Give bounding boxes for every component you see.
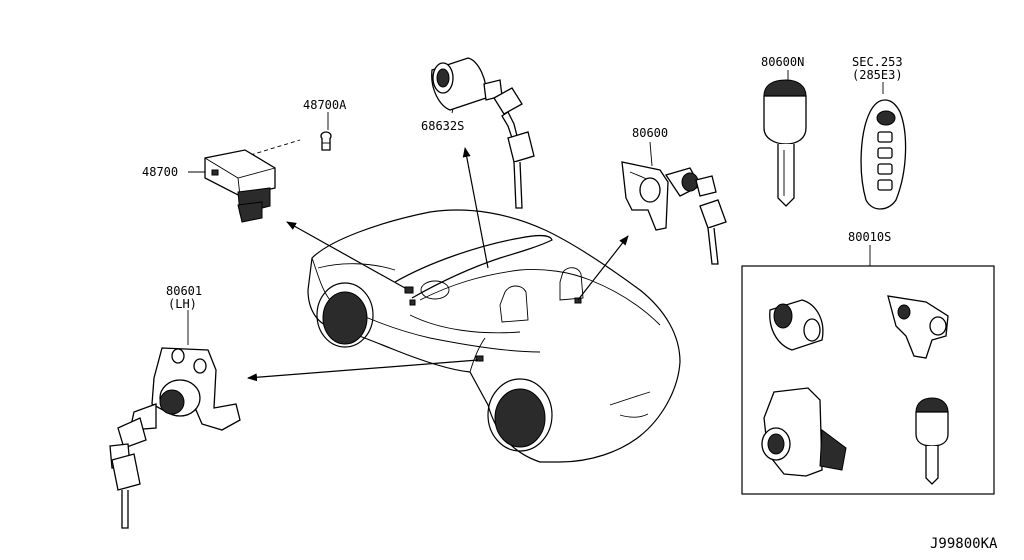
label-lh: (LH) (168, 297, 197, 311)
label-80010s: 80010S (848, 230, 891, 244)
label-68632s: 68632S (421, 119, 464, 133)
kit-door-lock-icon (887, 295, 949, 359)
blank-key-icon (763, 79, 807, 207)
intelligent-key-fob-icon (860, 99, 907, 210)
ignition-switch-icon (204, 149, 276, 223)
label-sec253: SEC.253 (852, 55, 903, 69)
label-80600: 80600 (632, 126, 668, 140)
leader-lines (187, 70, 884, 382)
label-80601: 80601 (166, 284, 202, 298)
car-outline-icon (307, 209, 681, 463)
screw-icon (320, 131, 332, 151)
kit-blank-key-icon (915, 397, 949, 485)
lh-door-lock-icon (109, 347, 241, 529)
label-80600n: 80600N (761, 55, 804, 69)
lock-cylinder-icon (431, 57, 535, 209)
kit-door-cylinder-icon (761, 387, 847, 477)
kit-box (741, 265, 995, 495)
door-lock-icon (621, 161, 727, 265)
label-285e3: (285E3) (852, 68, 903, 82)
diagram-code: J99800KA (930, 536, 998, 552)
kit-lock-cylinder-icon (769, 299, 824, 351)
label-48700a: 48700A (303, 98, 347, 112)
label-48700: 48700 (142, 165, 178, 179)
